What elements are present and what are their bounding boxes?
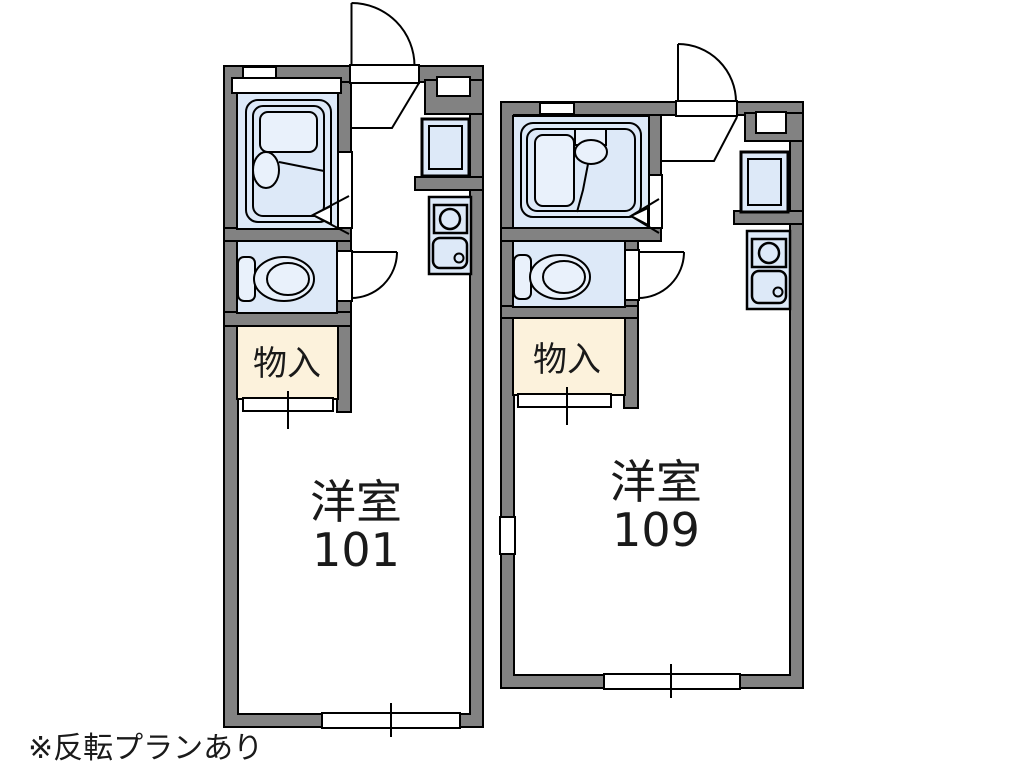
unit-109-storage-door (517, 393, 612, 408)
unit-101-bath-module-inner (252, 105, 325, 217)
unit-109-storage-label: 物入 (533, 340, 601, 380)
unit-101-kitchen-shelf (414, 176, 484, 191)
unit-109-toilet-tank (513, 254, 532, 300)
unit-109-toilet-bowl-inner (542, 260, 586, 294)
unit-109-room-label: 洋室 (610, 455, 702, 509)
unit-109-wash-basin (574, 139, 608, 165)
unit-109-stove-box (750, 237, 788, 269)
unit-101-toilet-door-opening (335, 250, 353, 302)
unit-101-wash-basin (252, 151, 280, 189)
unit-101-stove-burner-icon (438, 207, 462, 231)
unit-101-storage-wall (336, 325, 352, 413)
unit-109-washing-machine-pan-inner (747, 158, 782, 206)
unit-101-storage-label: 物入 (253, 344, 321, 384)
unit-109-wall-vent-window (539, 102, 575, 115)
unit-101-storage (236, 325, 339, 400)
unit-109: 物入 洋室 109 (499, 43, 804, 698)
unit-109-bath-toilet-wall (500, 227, 662, 242)
unit-101-bath-door-triangle-icon (310, 204, 332, 226)
unit-101: 物入 洋室 101 (223, 2, 484, 737)
unit-101-washing-machine-pan-inner (428, 125, 463, 170)
unit-109-storage-wall (623, 317, 639, 409)
unit-109-bathtub (534, 134, 575, 207)
unit-101-stove-box (432, 203, 469, 235)
unit-101-room-label: 洋室 (310, 475, 402, 529)
unit-109-stove-burner-icon (757, 241, 781, 265)
unit-101-bath-counter-line (278, 161, 325, 172)
unit-109-sink-drain-icon (772, 286, 784, 298)
unit-109-genkan-step-line (662, 116, 738, 162)
unit-101-toilet-tank (237, 256, 256, 302)
unit-109-storage (512, 317, 626, 396)
unit-109-entry-recess (755, 111, 787, 134)
unit-101-genkan-step-line (351, 82, 420, 129)
unit-109-bath-partition-line (576, 163, 589, 213)
unit-109-room-number: 109 (612, 503, 700, 557)
unit-101-kitchen-sink (431, 236, 469, 270)
unit-101-toilet-bowl-inner (266, 262, 310, 296)
unit-101-room-number: 101 (312, 523, 400, 577)
reversed-plan-note: ※反転プランあり (28, 731, 263, 766)
unit-101-sink-drain-icon (453, 252, 465, 264)
unit-101-entrance-opening (349, 64, 420, 84)
unit-101-wall-vent-window (242, 66, 277, 79)
unit-109-side-window (499, 516, 516, 555)
unit-101-bath-window (231, 77, 342, 94)
unit-101-entry-recess (436, 76, 471, 97)
unit-101-bath-module-outer (245, 99, 332, 223)
unit-109-entrance-door-swing-arc (677, 43, 737, 103)
unit-109-bath-module-outer (520, 122, 642, 218)
unit-109-bath-door-triangle-icon (628, 206, 649, 227)
unit-101-entrance-door-swing-arc (351, 2, 416, 67)
unit-109-entrance-opening (675, 100, 738, 117)
unit-109-kitchen-sink (750, 269, 788, 305)
unit-101-toilet-door-swing-arc (350, 251, 398, 299)
unit-101-toilet-storage-wall (223, 311, 352, 327)
unit-101-toilet-bowl (253, 256, 315, 302)
unit-109-toilet-bowl (529, 254, 591, 300)
unit-101-bathtub (259, 111, 318, 153)
unit-109-toilet-door-swing-arc (637, 251, 685, 299)
